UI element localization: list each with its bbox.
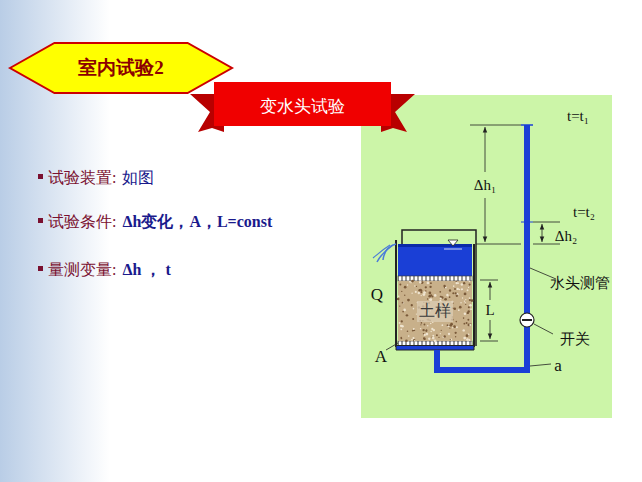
time-label: t=t₂	[573, 204, 595, 221]
area-symbol: a	[554, 357, 562, 376]
section-banner: 室内试验2	[10, 42, 232, 94]
field-value: Δh变化，A，L=const	[122, 213, 272, 231]
time-label: t=t₁	[567, 108, 589, 125]
title-ribbon: 变水头试验	[190, 80, 415, 132]
field-name: 试验条件:	[48, 213, 116, 231]
figure-panel	[361, 95, 612, 418]
bullet	[38, 266, 43, 271]
dimension-lines	[386, 125, 560, 350]
part-name: 水头测管	[550, 275, 610, 292]
field-name: 试验装置:	[48, 169, 116, 187]
area-symbol: A	[375, 348, 387, 367]
field-name: 量测变量:	[48, 261, 116, 279]
standpipe	[437, 125, 556, 370]
part-name: 开关	[560, 331, 590, 348]
node-label: 土样	[417, 301, 453, 322]
bullet	[38, 218, 43, 223]
permeameter	[373, 230, 476, 350]
soil-sample: 土样	[398, 281, 472, 341]
dimension-label: Δh₂	[555, 228, 577, 245]
field-value: 如图	[122, 169, 154, 187]
node-label: 室内试验2	[78, 55, 164, 81]
dimension-label: Δh₁	[472, 177, 498, 194]
valve	[520, 313, 534, 327]
dimension-label: L	[483, 302, 496, 319]
field-value: Δh ， t	[122, 261, 170, 279]
bullet	[38, 174, 43, 179]
flow-symbol: Q	[371, 286, 383, 305]
node-label: 变水头试验	[260, 95, 345, 118]
